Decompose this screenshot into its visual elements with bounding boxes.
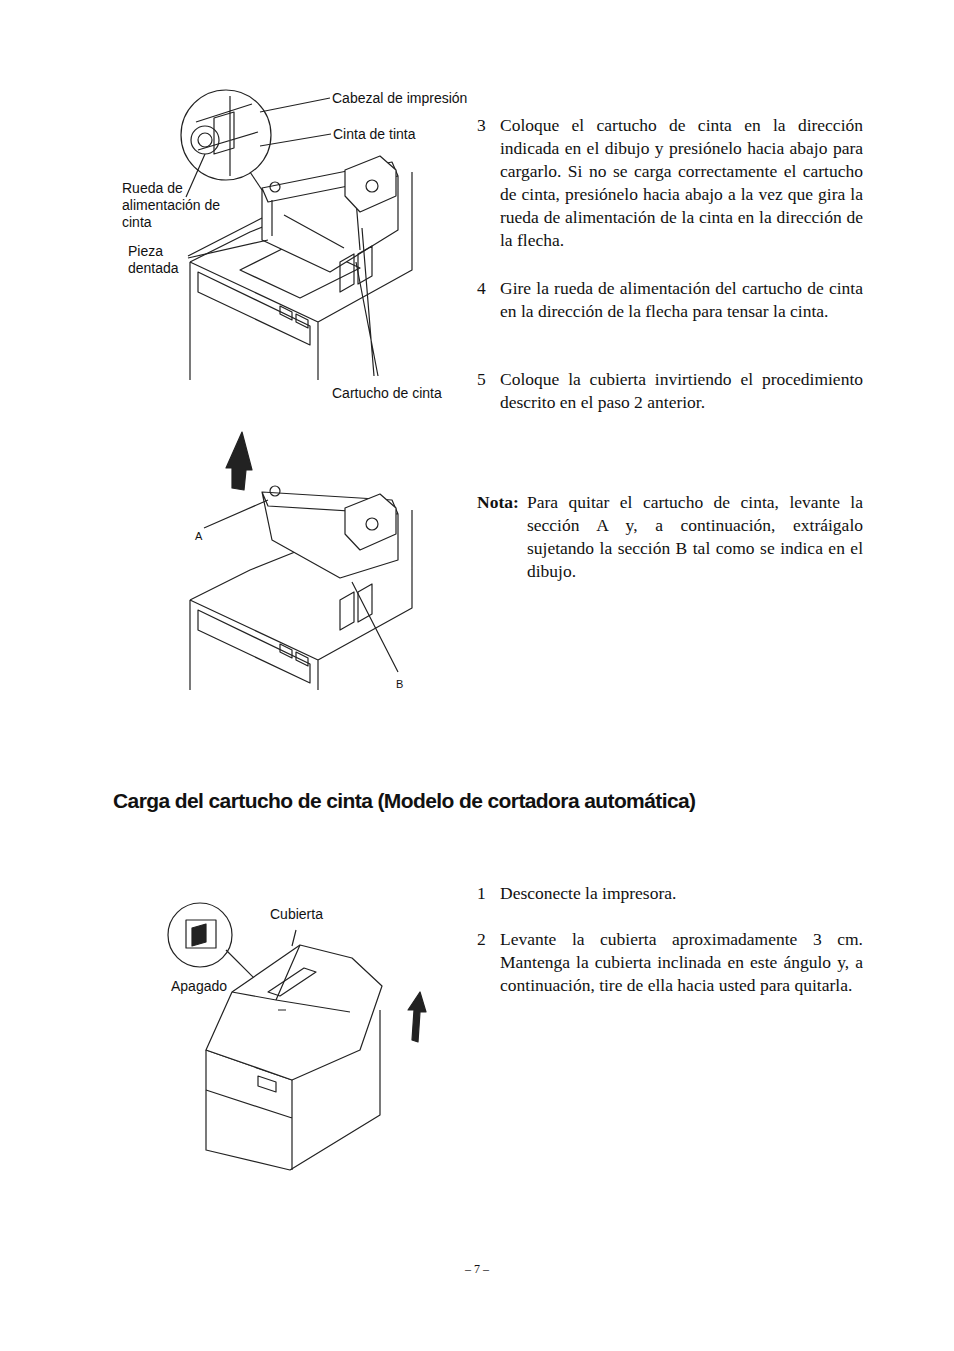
section-heading: Carga del cartucho de cinta (Modelo de c… [113, 788, 695, 814]
part-label: Cinta de tinta [333, 126, 416, 143]
part-label: Cartucho de cinta [332, 385, 442, 402]
step-text: Desconecte la impresora. [500, 882, 863, 905]
part-label: Apagado [171, 978, 227, 995]
section-letter: B [396, 678, 403, 691]
part-label: Cubierta [270, 906, 323, 923]
section-letter: A [195, 530, 202, 543]
step-number: 4 [477, 277, 486, 300]
part-label: Cabezal de impresión [332, 90, 467, 107]
step-text: Coloque la cubierta invirtiendo el proce… [500, 368, 863, 414]
part-label: Rueda de alimentación de cinta [122, 180, 232, 231]
step-number: 5 [477, 368, 486, 391]
step-text: Coloque el cartucho de cinta en la direc… [500, 114, 863, 252]
step-text: Gire la rueda de alimentación del cartuc… [500, 277, 863, 323]
part-label: Pieza dentada [128, 243, 194, 277]
note-label: Nota: [477, 491, 519, 514]
step-number: 2 [477, 928, 486, 951]
step-text: Levante la cubierta aproximadamente 3 cm… [500, 928, 863, 997]
note-text: Para quitar el cartucho de cinta, levant… [527, 491, 863, 583]
step-number: 1 [477, 882, 486, 905]
step-number: 3 [477, 114, 486, 137]
page-number: – 7 – [462, 1262, 492, 1276]
